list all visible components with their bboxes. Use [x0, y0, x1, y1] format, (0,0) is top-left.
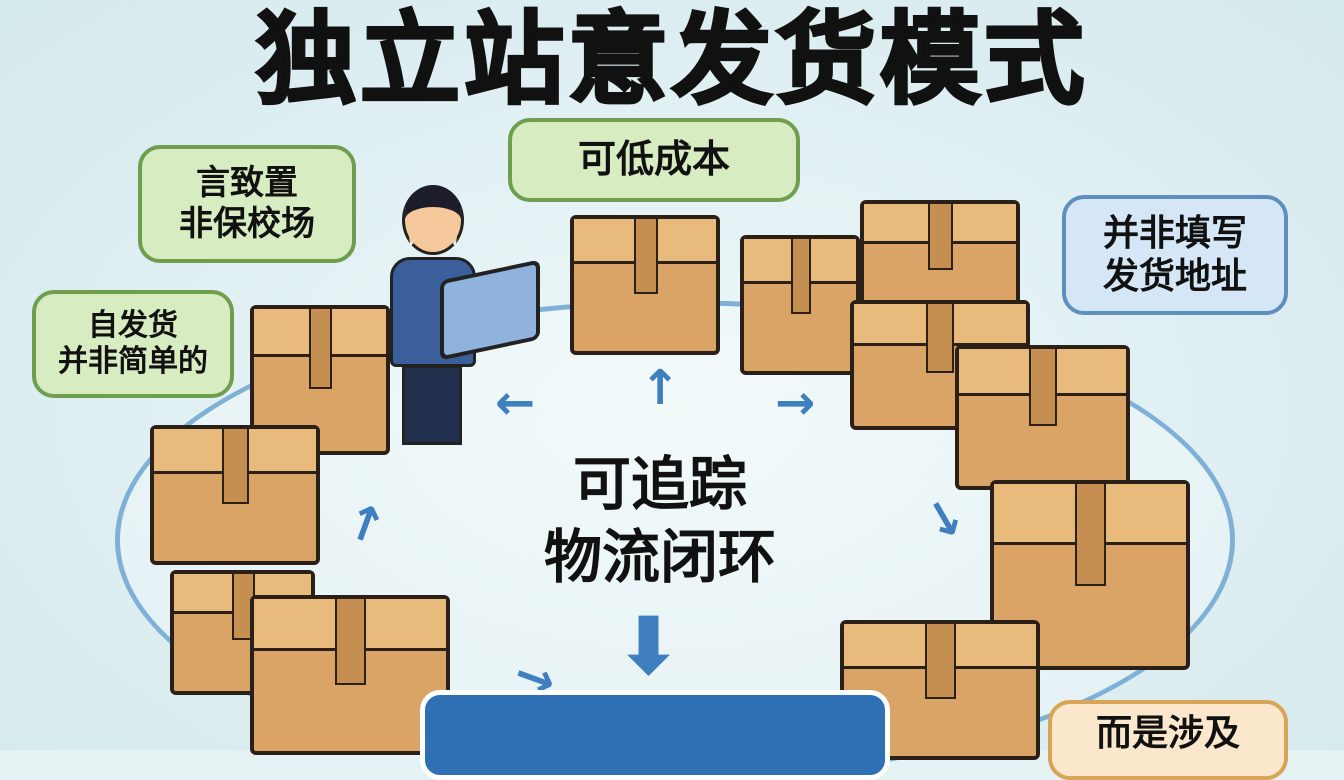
bubble-line: 并非简单的	[58, 344, 208, 379]
box	[990, 480, 1190, 670]
bubble-low-cost: 可低成本	[508, 118, 800, 202]
bubble-involves: 而是涉及	[1048, 700, 1288, 780]
arrow-left-icon: ←	[495, 375, 536, 431]
bubble-line: 言致置	[196, 163, 298, 204]
bubble-line: 发货地址	[1102, 256, 1247, 297]
bubble-self-ship: 自发货并非简单的	[32, 290, 234, 398]
arrow-down-icon: ⬇	[615, 600, 683, 693]
box	[150, 425, 320, 565]
bubble-top-left: 言致置非保校场	[138, 145, 356, 263]
open-box	[840, 620, 1040, 760]
box	[740, 235, 860, 375]
box	[250, 595, 450, 755]
bottom-banner	[420, 690, 890, 780]
worker-head	[402, 185, 464, 255]
arrow-up-icon: ↑	[640, 360, 681, 416]
bubble-line: 并非填写	[1102, 212, 1247, 254]
center-line: 物流闭环	[543, 522, 776, 591]
box	[570, 215, 720, 355]
center-caption: 可追踪 物流闭环	[470, 448, 850, 593]
bubble-line: 非保校场	[179, 204, 315, 244]
center-line: 可追踪	[572, 450, 747, 518]
box	[250, 305, 390, 455]
worker-legs	[402, 365, 462, 445]
box	[955, 345, 1130, 490]
page-title: 独立站意发货模式	[255, 0, 1088, 120]
bubble-text: 而是涉及	[1095, 713, 1240, 754]
bubble-address: 并非填写发货地址	[1062, 195, 1288, 315]
bubble-text: 可低成本	[577, 137, 730, 182]
bubble-line: 自发货	[88, 308, 178, 343]
arrow-right-icon: →	[775, 375, 816, 431]
